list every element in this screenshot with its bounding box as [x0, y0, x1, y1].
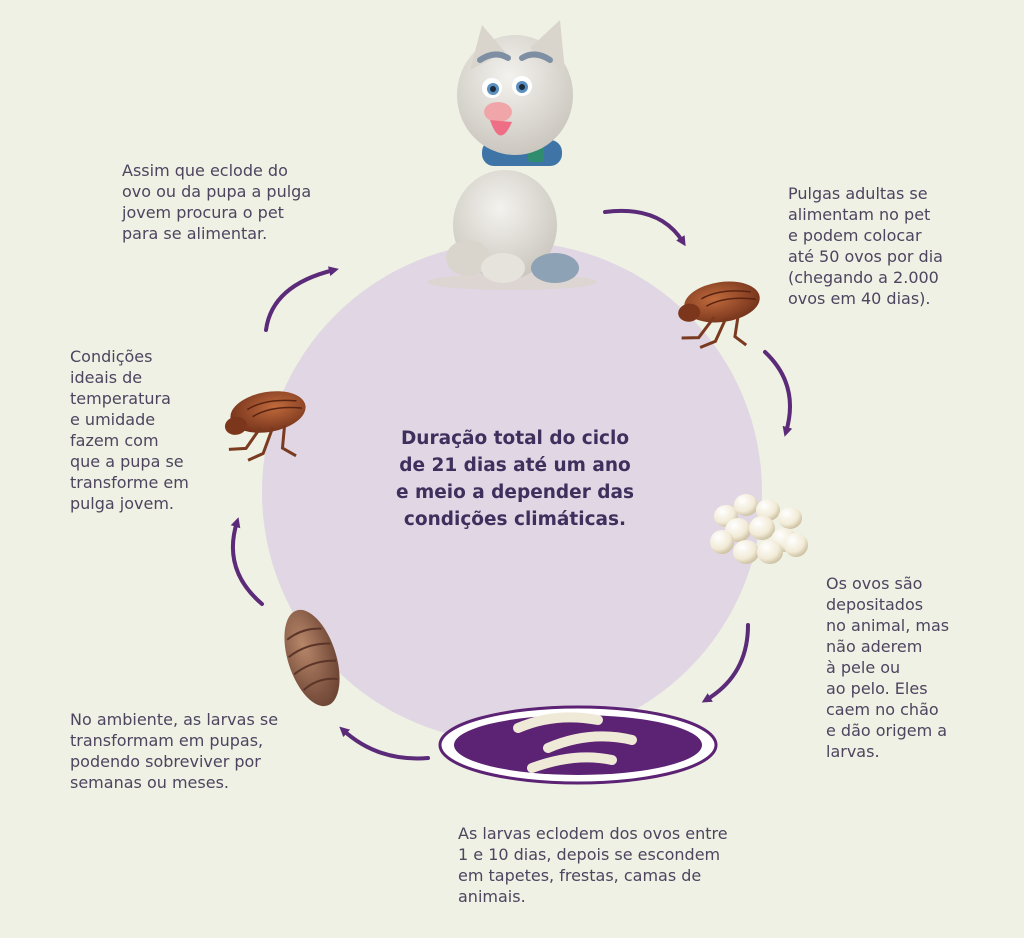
eggs-icon — [710, 494, 808, 564]
arrow-adult-to-eggs — [763, 350, 793, 437]
pupae-label: No ambiente, as larvas se transformam em… — [70, 710, 279, 792]
cycle-duration-text: Duração total do ciclo de 21 dias até um… — [395, 428, 635, 530]
arrow-pupae-to-pupa-flea — [230, 517, 264, 606]
larvae-label: As larvas eclodem dos ovos entre 1 e 10 … — [458, 824, 728, 906]
adult-flea-label: Pulgas adultas se alimentam no pet e pod… — [788, 184, 943, 308]
flea-icon — [224, 391, 306, 462]
flea-icon — [678, 281, 760, 349]
arrow-mascot-to-adult — [603, 208, 686, 247]
cycle-arrows — [230, 208, 793, 761]
arrow-young-to-pet — [264, 266, 339, 332]
larvae-dish-icon — [438, 705, 718, 785]
pupa-to-flea-label: Condições ideais de temperatura e umidad… — [70, 347, 189, 513]
arrow-larvae-to-pupae — [339, 726, 430, 761]
eggs-label: Os ovos são depositados no animal, mas n… — [826, 574, 950, 761]
young-flea-label: Assim que eclode do ovo ou da pupa a pul… — [122, 161, 312, 243]
arrow-eggs-to-larvae — [701, 623, 750, 703]
dog-mascot-icon — [427, 20, 597, 290]
cycle-circle — [262, 242, 762, 742]
pupa-icon — [284, 609, 340, 707]
